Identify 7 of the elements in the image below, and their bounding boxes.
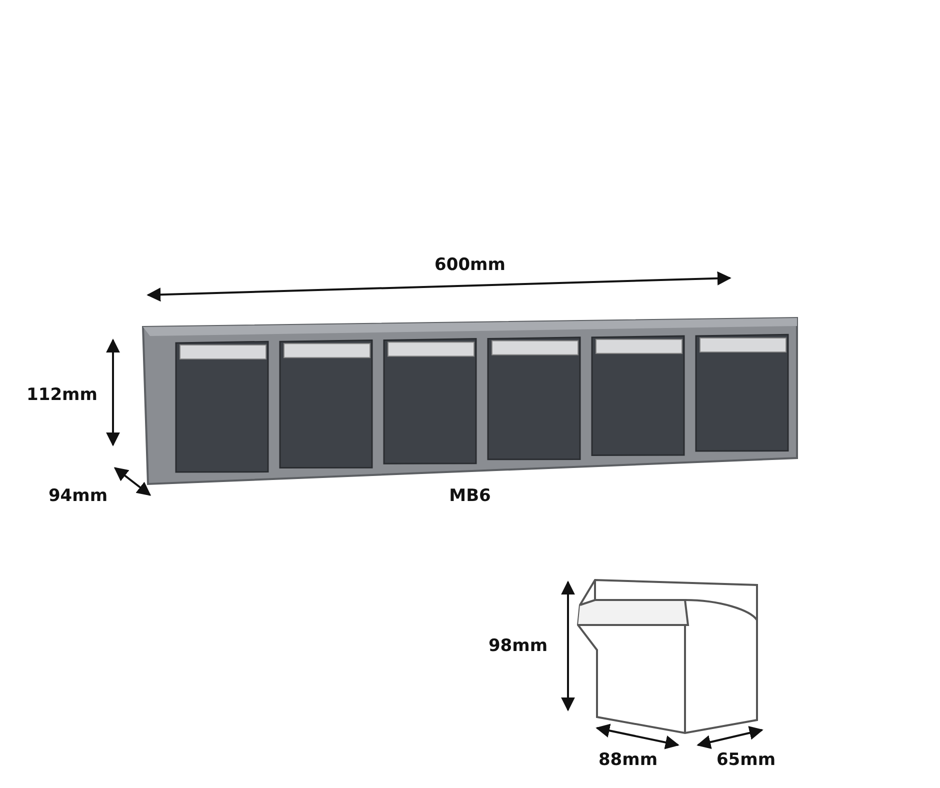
dimension-label: 600mm <box>434 255 506 275</box>
dimension-label: 65mm <box>716 750 776 770</box>
dimension-label: 98mm <box>488 636 548 656</box>
dimension-label: 112mm <box>26 385 98 405</box>
dimension-label: 94mm <box>48 486 108 506</box>
dimension-label: 88mm <box>598 750 658 770</box>
model-label: MB6 <box>449 486 491 506</box>
